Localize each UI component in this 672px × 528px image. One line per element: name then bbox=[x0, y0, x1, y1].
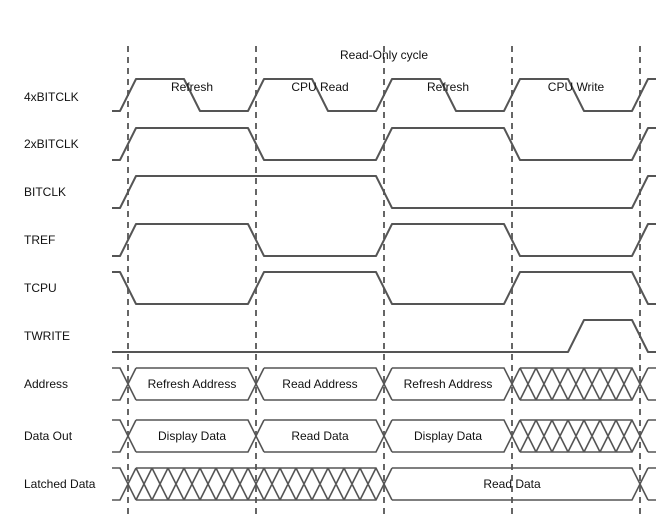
bus-data-out-value: Display Data bbox=[414, 429, 482, 443]
phase-label: Refresh bbox=[170, 80, 214, 94]
bus-address-value: Read Address bbox=[282, 377, 357, 391]
signal-label: TREF bbox=[24, 233, 56, 247]
bus-data-out bbox=[112, 419, 656, 453]
bus-address-value: Refresh Address bbox=[148, 377, 237, 391]
bus-address bbox=[112, 367, 656, 401]
waveform-tcpu bbox=[112, 271, 656, 305]
waveform-2xbitclk bbox=[112, 127, 656, 161]
diagram-title: Read-Only cycle bbox=[339, 48, 429, 62]
bus-latched-data bbox=[112, 467, 656, 501]
signal-label: BITCLK bbox=[24, 185, 67, 199]
signal-label: 2xBITCLK bbox=[24, 137, 79, 151]
waveform-bitclk bbox=[112, 175, 656, 209]
signal-label: TWRITE bbox=[24, 329, 70, 343]
bus-latched-data-value: Read Data bbox=[483, 477, 541, 491]
signal-label: 4xBITCLK bbox=[24, 90, 79, 104]
phase-label: CPU Write bbox=[547, 80, 605, 94]
waveform-4xbitclk bbox=[112, 78, 656, 112]
waveform-twrite bbox=[112, 319, 656, 353]
bus-address-value: Refresh Address bbox=[404, 377, 493, 391]
bus-data-out-value: Display Data bbox=[158, 429, 226, 443]
bus-data-out-value: Read Data bbox=[291, 429, 349, 443]
bus-label: Data Out bbox=[24, 429, 73, 443]
waveform-tref bbox=[112, 223, 656, 257]
phase-label: Refresh bbox=[426, 80, 470, 94]
signal-label: TCPU bbox=[24, 281, 57, 295]
phase-label: CPU Read bbox=[291, 80, 349, 94]
bus-label: Latched Data bbox=[24, 477, 96, 491]
bus-label: Address bbox=[24, 377, 69, 391]
